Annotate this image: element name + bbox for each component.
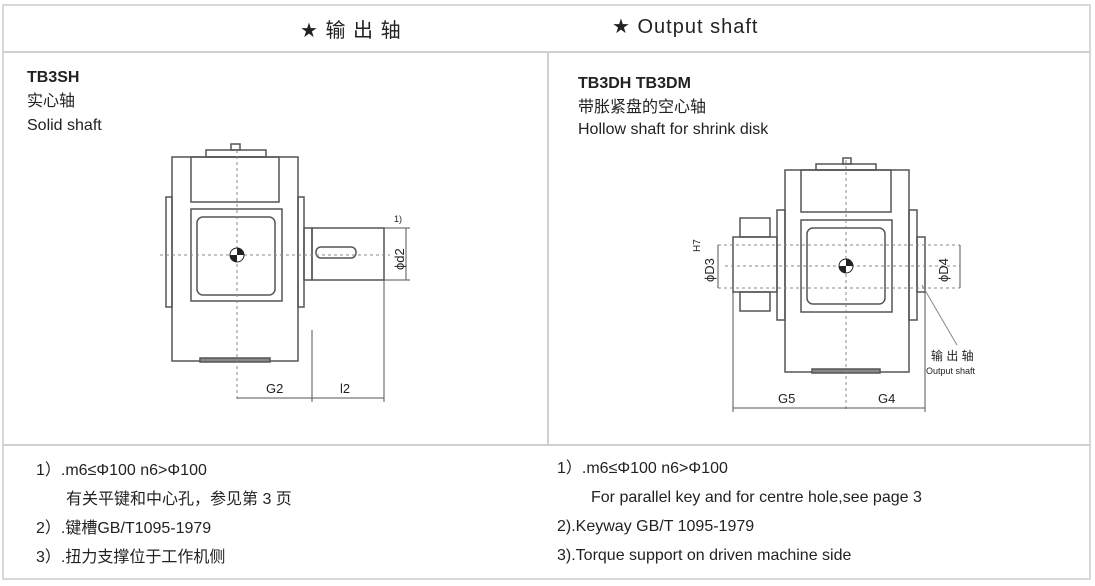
header-title-cn: ★ 输 出 轴 — [300, 20, 402, 42]
notes-en: 1）.m6≤Φ100 n6>Φ100 For parallel key and … — [557, 454, 922, 570]
right-name-en: Hollow shaft for shrink disk — [578, 121, 769, 138]
right-model: TB3DH TB3DM — [578, 75, 691, 92]
note-cn-2: 2）.键槽GB/T1095-1979 — [36, 520, 212, 537]
label-l2: l2 — [340, 381, 350, 396]
label-output-cn: 输 出 轴 — [931, 348, 974, 363]
notes-cn: 1）.m6≤Φ100 n6>Φ100 有关平键和中心孔，参见第 3 页 2）.键… — [36, 456, 292, 572]
right-name-cn: 带胀紧盘的空心轴 — [578, 99, 707, 116]
label-d4: ϕD4 — [936, 258, 951, 282]
label-h7: H7 — [692, 239, 703, 252]
panel-divider — [547, 52, 549, 444]
header-title-en: ★ Output shaft — [612, 16, 759, 38]
label-note1: 1) — [394, 214, 402, 224]
note-en-2: 2).Keyway GB/T 1095-1979 — [557, 518, 755, 535]
note-en-1: 1）.m6≤Φ100 n6>Φ100 — [557, 460, 728, 477]
page-frame — [2, 4, 1091, 580]
note-en-1b: For parallel key and for centre hole,see… — [591, 489, 922, 506]
note-en-3: 3).Torque support on driven machine side — [557, 547, 852, 564]
notes-divider — [2, 444, 1091, 446]
left-model: TB3SH — [27, 69, 80, 86]
label-d2: ϕd2 — [392, 248, 407, 270]
label-d3: ϕD3 — [702, 258, 717, 282]
solid-shaft-drawing — [165, 143, 385, 363]
label-g5: G5 — [778, 391, 795, 406]
note-cn-3: 3）.扭力支撑位于工作机侧 — [36, 549, 226, 566]
note-cn-1b: 有关平键和中心孔，参见第 3 页 — [66, 491, 292, 508]
left-name-cn: 实心轴 — [27, 93, 76, 110]
label-g2: G2 — [266, 381, 283, 396]
label-g4: G4 — [878, 391, 895, 406]
header-divider — [2, 51, 1091, 53]
left-name-en: Solid shaft — [27, 117, 102, 134]
label-output-en: Output shaft — [926, 366, 976, 376]
note-cn-1: 1）.m6≤Φ100 n6>Φ100 — [36, 462, 207, 479]
